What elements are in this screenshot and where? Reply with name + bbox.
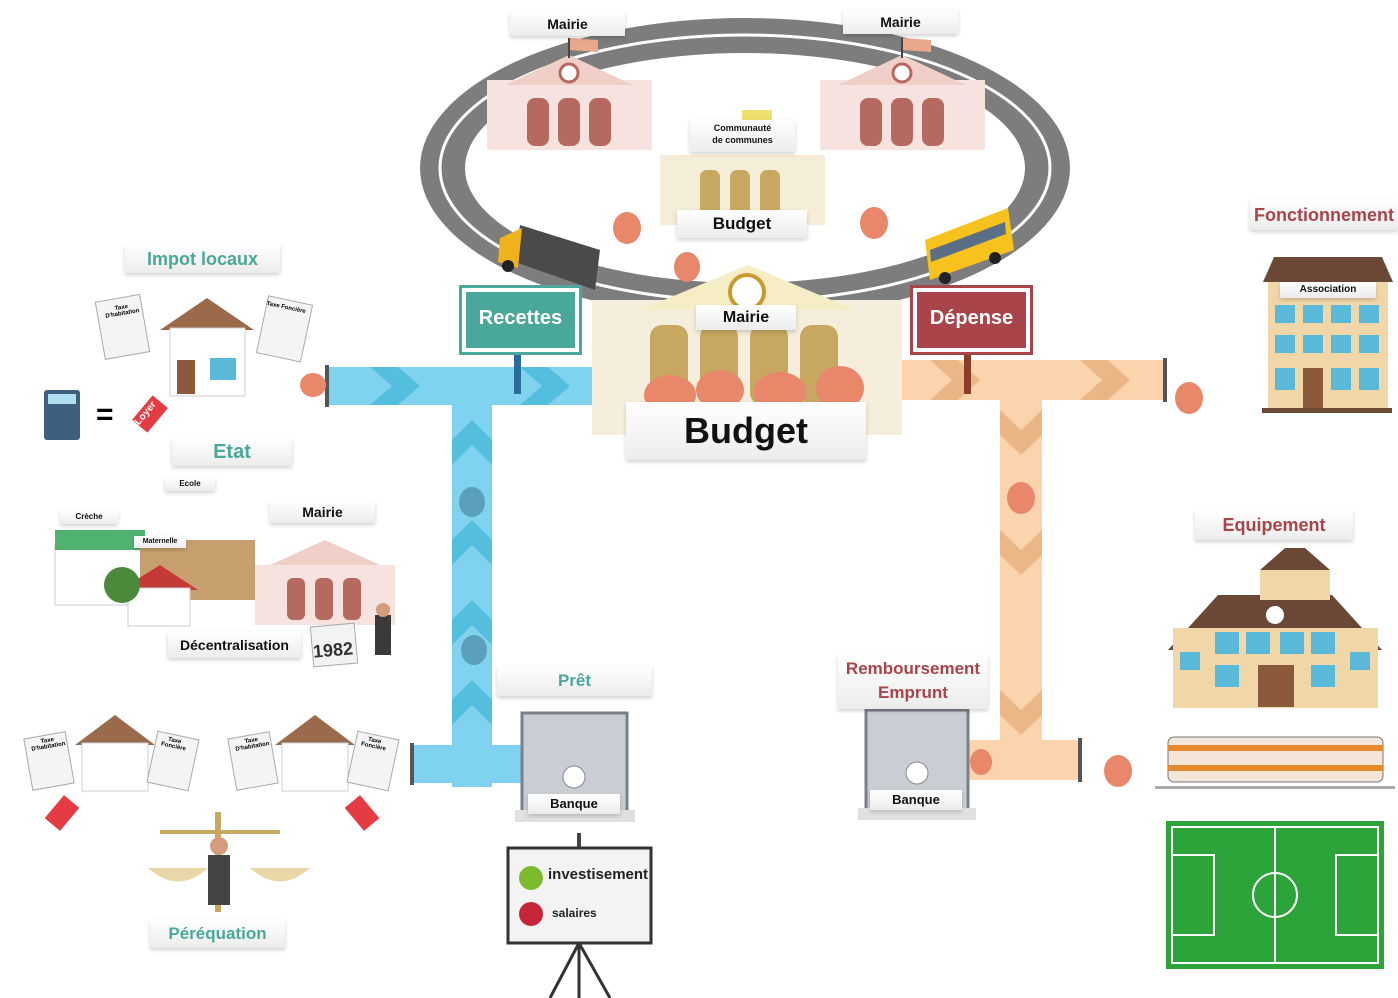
mairie-building-top-left [487, 38, 652, 150]
mairie-building-top-right [820, 38, 985, 150]
label-creche: Crèche [48, 510, 130, 530]
label-mairie-top-right: Mairie [831, 10, 970, 40]
label-banque-right: Banque [858, 790, 974, 816]
school-building [1168, 548, 1382, 708]
easel-board [506, 833, 653, 998]
recettes-sign: Recettes [459, 285, 582, 355]
label-ecole: Ecole [153, 477, 227, 497]
label-budget-small: Budget [665, 210, 819, 244]
association-building [1262, 257, 1393, 413]
label-etat: Etat [160, 438, 304, 472]
depense-sign: Dépense [910, 285, 1033, 355]
label-banque-left: Banque [516, 794, 632, 820]
label-remboursement: Remboursement Emprunt [826, 655, 1000, 715]
balance-scale [148, 812, 310, 912]
etat-buildings [54, 530, 395, 668]
communaute-line2: de communes [712, 135, 773, 145]
label-perequation: Péréquation [138, 920, 297, 954]
label-mairie-center: Mairie [684, 305, 808, 336]
money-bags [300, 207, 1203, 787]
label-maternelle: Maternelle [122, 536, 198, 554]
label-association: Association [1268, 282, 1388, 304]
remboursement-line1: Remboursement [845, 659, 981, 678]
recettes-chevrons [370, 367, 570, 725]
label-salaires: salaires [552, 906, 597, 920]
label-mairie-top-left: Mairie [498, 12, 637, 42]
bus-graphic [925, 208, 1014, 284]
communaute-line1: Communauté [713, 123, 772, 133]
train [1155, 736, 1395, 789]
label-budget-main: Budget [614, 402, 878, 466]
label-mairie-left: Mairie [258, 501, 387, 529]
label-equals: = [96, 398, 114, 431]
label-pret: Prêt [485, 666, 664, 702]
label-communaute: Communauté de communes [678, 120, 807, 158]
label-investissement: investisement [548, 866, 649, 883]
remboursement-line2: Emprunt [878, 683, 948, 702]
label-decentralisation: Décentralisation [156, 632, 313, 664]
football-pitch [1166, 821, 1384, 969]
label-impot-locaux: Impot locaux [113, 245, 292, 279]
calculator [44, 390, 168, 440]
label-year: 1982 [312, 638, 354, 662]
house-impot [160, 298, 254, 397]
label-equipement: Equipement [1183, 510, 1365, 546]
perequation-houses [23, 715, 400, 831]
label-fonctionnement: Fonctionnement [1238, 200, 1398, 236]
truck-graphic [498, 225, 600, 290]
